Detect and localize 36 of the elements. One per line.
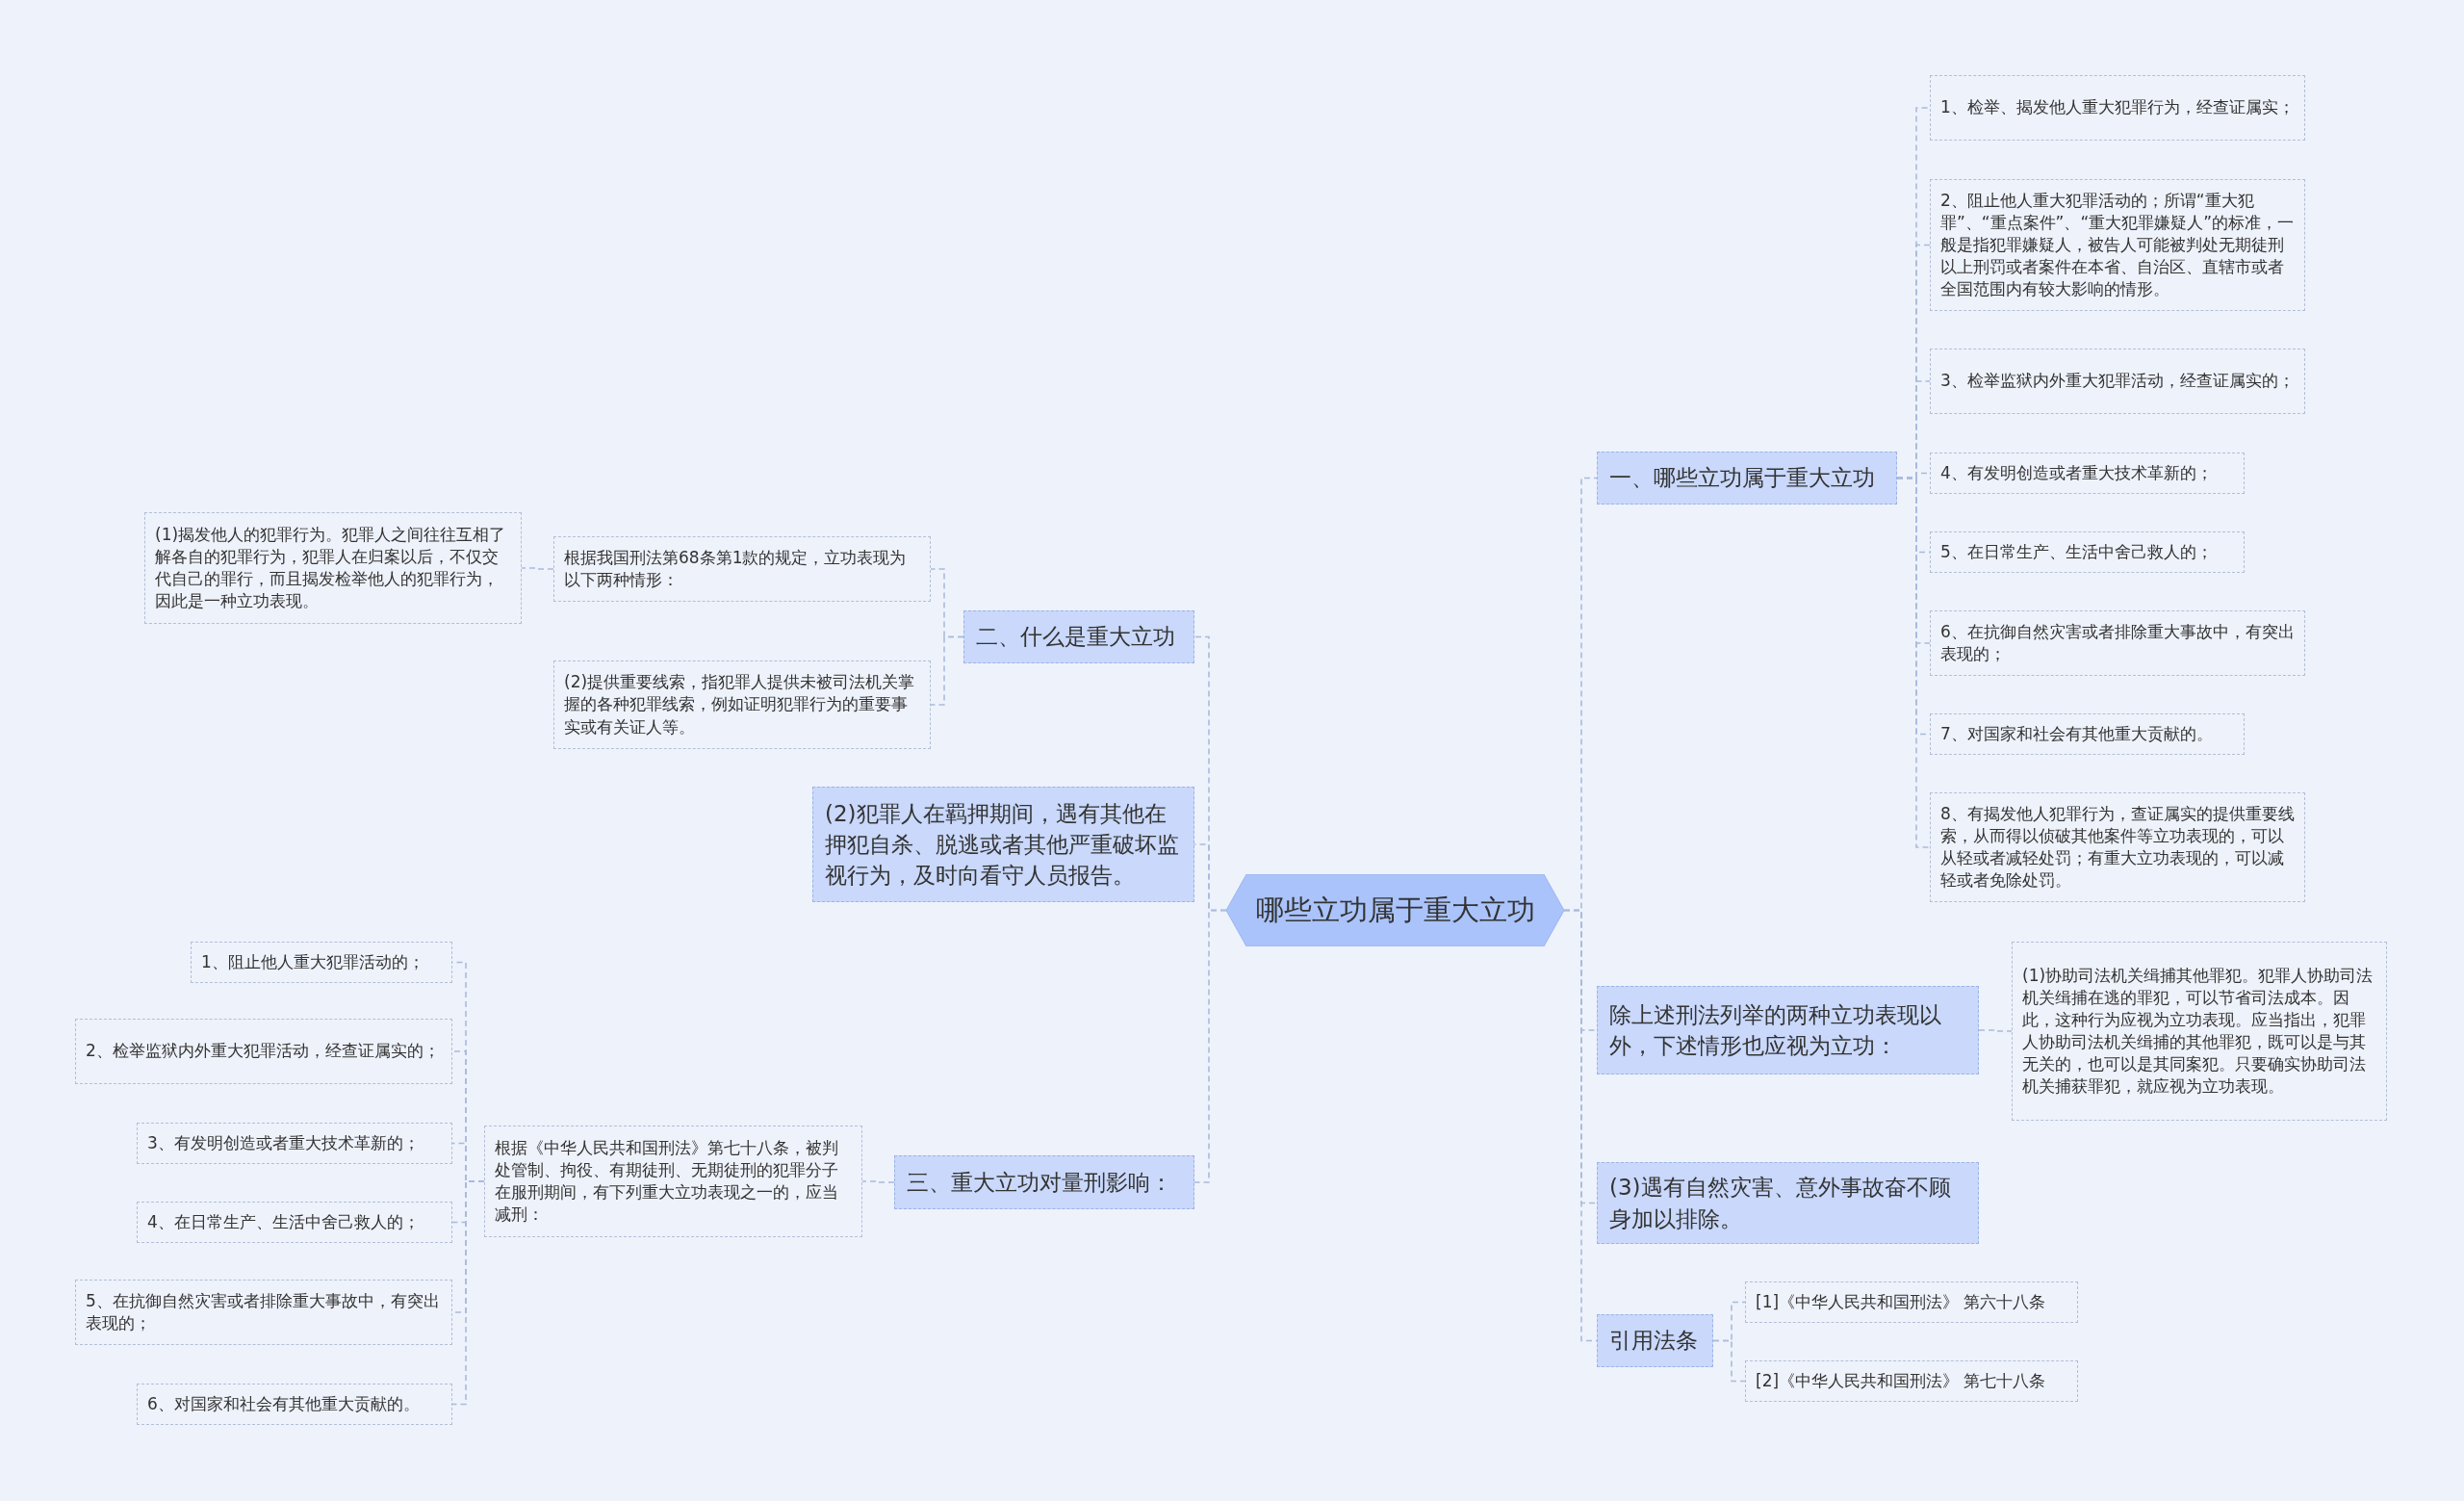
branch-topic: (2)犯罪人在羁押期间，遇有其他在押犯自杀、脱逃或者其他严重破坏监视行为，及时向看守人员报告。 [812,787,1194,902]
subtopic-note: [2]《中华人民共和国刑法》 第七十八条 [1745,1360,2078,1402]
subtopic-note: [1]《中华人民共和国刑法》 第六十八条 [1745,1281,2078,1323]
subtopic-note: 3、有发明创造或者重大技术革新的； [137,1123,452,1164]
subtopic-note: 7、对国家和社会有其他重大贡献的。 [1930,713,2245,755]
subtopic-note: 6、在抗御自然灾害或者排除重大事故中，有突出表现的； [1930,610,2305,676]
subtopic-note: 根据我国刑法第68条第1款的规定，立功表现为以下两种情形： [553,536,931,602]
branch-topic: (3)遇有自然灾害、意外事故奋不顾身加以排除。 [1597,1162,1979,1244]
subtopic-note: 2、阻止他人重大犯罪活动的；所谓“重大犯罪”、“重点案件”、“重大犯罪嫌疑人”的标准，一般是指犯罪嫌疑人，被告人可能被判处无期徒刑以上刑罚或者案件在本省、自治区、直辖市或者全国范围内有较大影响的情形。 [1930,179,2305,311]
branch-topic: 三、重大立功对量刑影响： [894,1155,1194,1209]
branch-topic: 除上述刑法列举的两种立功表现以外，下述情形也应视为立功： [1597,986,1979,1074]
connector-line [930,635,964,706]
central-topic: 哪些立功属于重大立功 [1255,892,1535,928]
branch-topic: 二、什么是重大立功 [963,610,1194,663]
subtopic-note: 6、对国家和社会有其他重大贡献的。 [137,1384,452,1425]
subtopic-note: (2)提供重要线索，指犯罪人提供未被司法机关掌握的各种犯罪线索，例如证明犯罪行为的重要事实或有关证人等。 [553,660,931,749]
subtopic-note: 4、有发明创造或者重大技术革新的； [1930,453,2245,494]
subtopic-note: 5、在抗御自然灾害或者排除重大事故中，有突出表现的； [75,1280,452,1345]
subtopic-note: 8、有揭发他人犯罪行为，查证属实的提供重要线索，从而得以侦破其他案件等立功表现的，可以从轻或者减轻处罚；有重大立功表现的，可以减轻或者免除处罚。 [1930,792,2305,902]
connector-line [451,1180,485,1406]
branch-topic: 一、哪些立功属于重大立功 [1597,452,1897,505]
connector-line [1194,909,1227,1183]
connector-line [1712,1339,1746,1383]
subtopic-note: 4、在日常生产、生活中舍己救人的； [137,1202,452,1243]
subtopic-note: (1)揭发他人的犯罪行为。犯罪人之间往往互相了解各自的犯罪行为，犯罪人在归案以后，不仅交代自己的罪行，而且揭发检举他人的犯罪行为，因此是一种立功表现。 [144,512,522,624]
subtopic-note: 根据《中华人民共和国刑法》第七十八条，被判处管制、拘役、有期徒刑、无期徒刑的犯罪分子在服刑期间，有下列重大立功表现之一的，应当减刑： [484,1126,862,1237]
subtopic-note: (1)协助司法机关缉捕其他罪犯。犯罪人协助司法机关缉捕在逃的罪犯，可以节省司法成本。因此，这种行为应视为立功表现。应当指出，犯罪人协助司法机关缉捕的其他罪犯，既可以是与其无关的，也可以是其同案犯。只要确实协助司法机关捕获罪犯，就应视为立功表现。 [2012,942,2387,1121]
subtopic-note: 5、在日常生产、生活中舍己救人的； [1930,531,2245,573]
branch-topic: 引用法条 [1597,1314,1713,1367]
subtopic-note: 3、检举监狱内外重大犯罪活动，经查证属实的； [1930,349,2305,414]
connector-line [1978,1029,2013,1032]
subtopic-note: 1、检举、揭发他人重大犯罪行为，经查证属实； [1930,75,2305,141]
subtopic-note: 2、检举监狱内外重大犯罪活动，经查证属实的； [75,1019,452,1084]
subtopic-note: 1、阻止他人重大犯罪活动的； [191,942,452,983]
connector-line [521,567,554,570]
connector-line [861,1180,895,1183]
